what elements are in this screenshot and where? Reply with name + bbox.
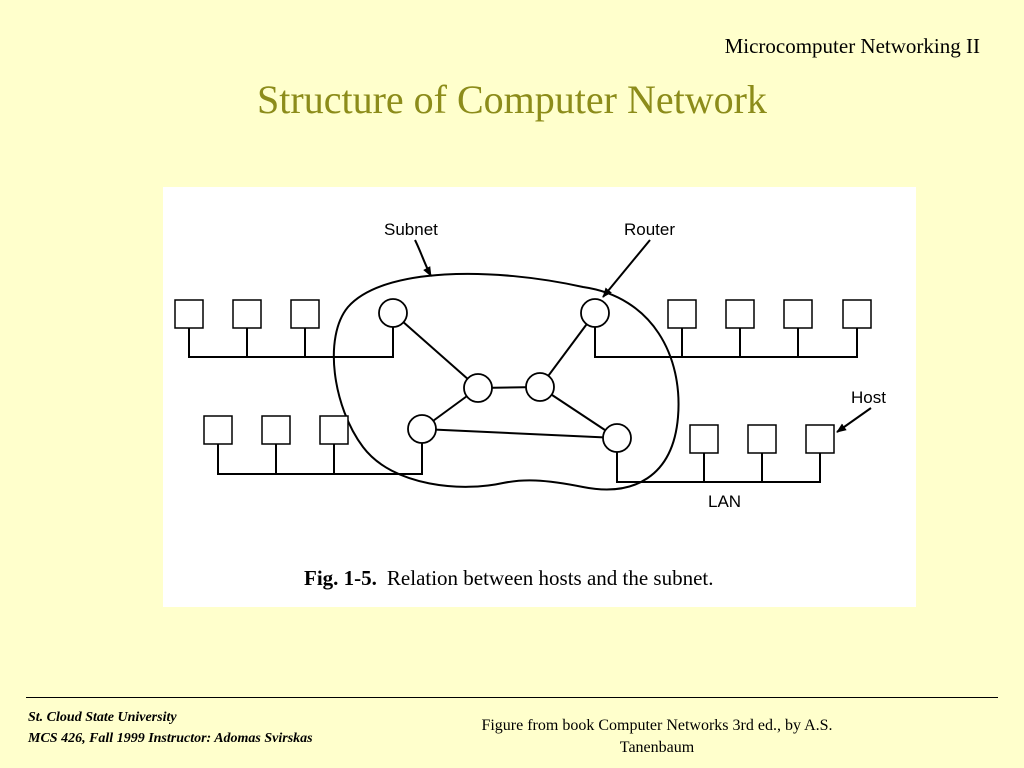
caption-number: Fig. 1-5. xyxy=(304,566,377,590)
lan-bus-2 xyxy=(594,327,858,358)
link-r4-r6 xyxy=(539,386,618,439)
host xyxy=(689,424,719,454)
course-title: Microcomputer Networking II xyxy=(724,34,980,58)
router-label: Router xyxy=(624,220,675,239)
lan-label: LAN xyxy=(708,492,741,511)
host xyxy=(842,299,872,329)
link-r5-r6 xyxy=(421,428,618,439)
router-node xyxy=(407,414,437,444)
footer-credits: St. Cloud State University MCS 426, Fall… xyxy=(28,707,313,749)
router-node xyxy=(580,298,610,328)
network-diagram-figure: Subnet Router Host LAN Fig. 1-5. Relatio… xyxy=(163,187,916,607)
figure-source: Figure from book Computer Networks 3rd e… xyxy=(432,715,882,759)
router-node xyxy=(378,298,408,328)
host-label: Host xyxy=(851,388,886,407)
router-node xyxy=(463,373,493,403)
host xyxy=(667,299,697,329)
source-line-1: Figure from book Computer Networks 3rd e… xyxy=(481,717,833,734)
host xyxy=(232,299,262,329)
figure-caption: Fig. 1-5. Relation between hosts and the… xyxy=(304,566,714,590)
router-node xyxy=(602,423,632,453)
host xyxy=(174,299,204,329)
router-node xyxy=(525,372,555,402)
host xyxy=(783,299,813,329)
footer-divider xyxy=(26,697,998,698)
host xyxy=(203,415,233,445)
link-r4-r2 xyxy=(539,312,596,388)
slide-title: Structure of Computer Network xyxy=(257,77,767,122)
caption-text: Relation between hosts and the subnet. xyxy=(387,566,714,590)
host xyxy=(290,299,320,329)
host xyxy=(261,415,291,445)
host xyxy=(747,424,777,454)
subnet-boundary xyxy=(332,272,680,491)
subnet-label: Subnet xyxy=(384,220,438,239)
lan-bus-1 xyxy=(188,327,394,358)
source-line-2: Tanenbaum xyxy=(619,739,695,756)
host-callout-arrow xyxy=(836,407,872,433)
host xyxy=(319,415,349,445)
lan-bus-4 xyxy=(616,452,821,483)
course-info: MCS 426, Fall 1999 Instructor: Adomas Sv… xyxy=(28,731,313,746)
lan-bus-3 xyxy=(217,443,423,475)
subnet-callout-arrow xyxy=(414,239,432,277)
router-callout-arrow xyxy=(602,239,651,298)
institution-name: St. Cloud State University xyxy=(28,710,177,725)
link-r1-r3 xyxy=(392,312,479,389)
host xyxy=(805,424,835,454)
host xyxy=(725,299,755,329)
